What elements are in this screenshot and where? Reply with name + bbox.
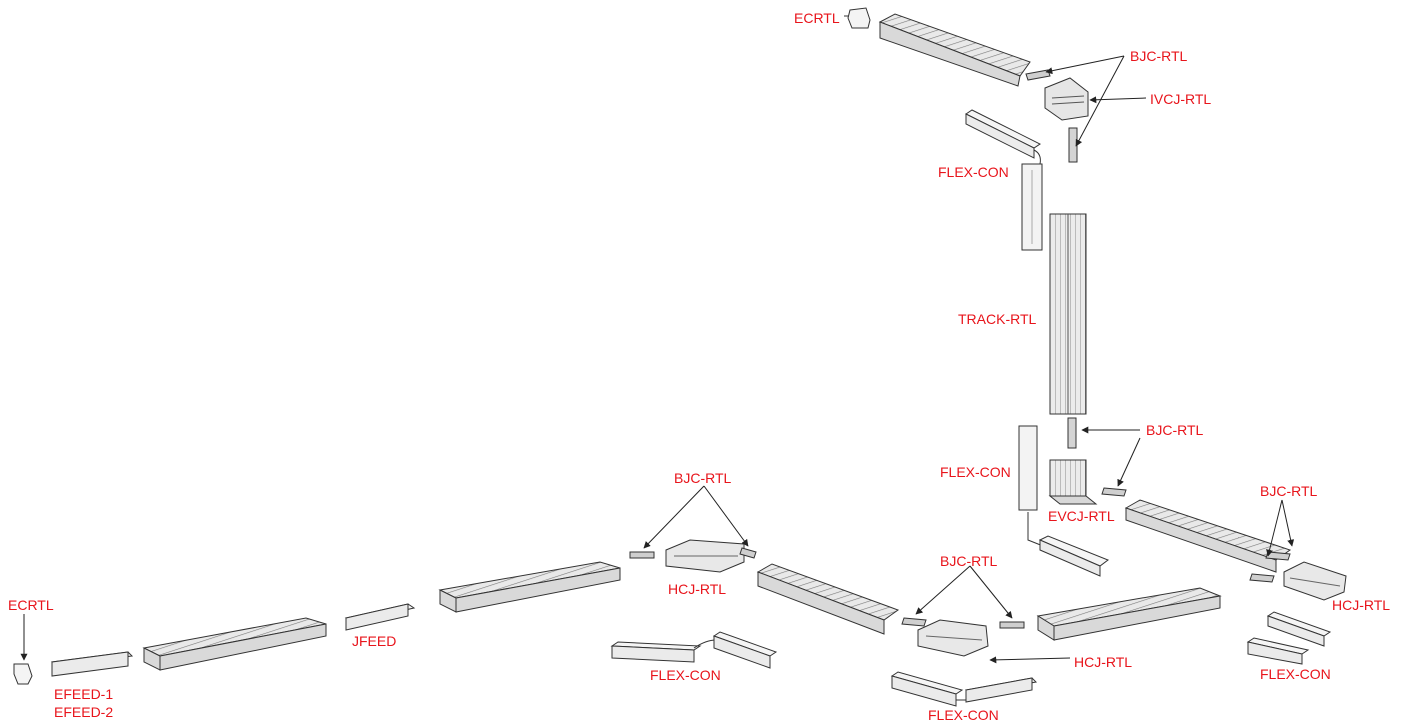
hcj-left — [665, 539, 745, 573]
track-right — [1124, 499, 1292, 573]
track-center-right — [1036, 587, 1222, 641]
label-hcj-right: HCJ-RTL — [1332, 597, 1391, 613]
label-bjc-mid: BJC-RTL — [1146, 422, 1204, 438]
label-flexcon-right: FLEX-CON — [1260, 666, 1331, 682]
track-vertical — [1049, 213, 1087, 415]
flex-con-mid — [1018, 425, 1110, 577]
label-flexcon-mid: FLEX-CON — [940, 464, 1011, 480]
flex-con-left — [610, 631, 778, 669]
label-track: TRACK-RTL — [958, 311, 1037, 327]
leader-lines — [20, 55, 1295, 664]
label-flexcon-center: FLEX-CON — [928, 707, 999, 723]
label-bjc-left: BJC-RTL — [674, 470, 732, 486]
track-center-left — [756, 563, 900, 635]
label-bjc-top: BJC-RTL — [1130, 48, 1188, 64]
label-flexcon-left: FLEX-CON — [650, 667, 721, 683]
bjc-top-horizontal — [1025, 69, 1051, 81]
end-cap-left — [13, 663, 33, 685]
flex-con-top — [965, 109, 1043, 251]
jfeed — [344, 603, 416, 631]
label-efeed1: EFEED-1 — [54, 686, 114, 702]
track-top-left — [878, 13, 1031, 87]
label-hcj-left: HCJ-RTL — [668, 581, 727, 597]
flex-con-center — [890, 671, 1038, 707]
bjc-vertical-mid — [1067, 417, 1077, 449]
efeed — [50, 651, 134, 677]
track-left-upper — [438, 561, 621, 613]
label-flexcon-top: FLEX-CON — [938, 164, 1009, 180]
hcj-right — [1283, 561, 1347, 601]
end-cap-top — [844, 7, 871, 29]
flex-con-right — [1246, 611, 1332, 665]
label-efeed2: EFEED-2 — [54, 704, 114, 720]
label-bjc-right: BJC-RTL — [1260, 483, 1318, 499]
bjc-evcj — [1101, 487, 1127, 497]
label-ivcj: IVCJ-RTL — [1150, 91, 1212, 107]
hcj-center — [917, 619, 989, 657]
evcj-connector — [1048, 459, 1098, 505]
label-bjc-center: BJC-RTL — [940, 553, 998, 569]
bjc-top-vertical — [1068, 127, 1078, 163]
bjc-center — [901, 617, 1025, 629]
bjc-left — [629, 547, 757, 559]
label-ecrtl-top: ECRTL — [794, 10, 840, 26]
label-jfeed: JFEED — [352, 633, 397, 649]
label-ecrtl-left: ECRTL — [8, 597, 54, 613]
label-hcj-center: HCJ-RTL — [1074, 654, 1133, 670]
ivcj-connector — [1044, 77, 1089, 121]
track-left-lower — [142, 617, 327, 671]
label-evcj: EVCJ-RTL — [1048, 508, 1115, 524]
